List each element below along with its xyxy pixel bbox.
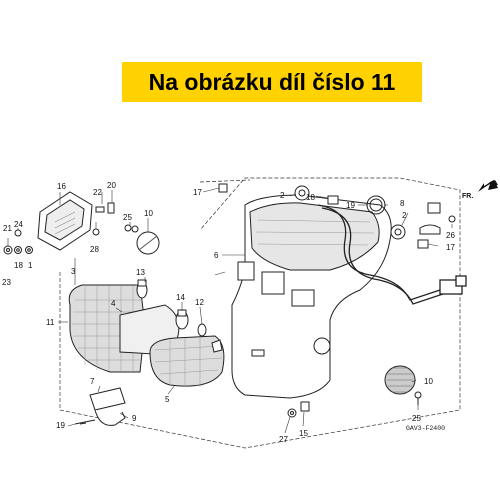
label-19-top: 19 [346,201,355,210]
label-19-bottom: 19 [56,421,65,430]
label-17-top: 17 [193,188,202,197]
label-21: 21 [3,224,12,233]
label-22: 22 [93,188,102,197]
label-13: 13 [136,268,145,277]
title-banner: Na obrázku díl číslo 11 [122,62,422,102]
label-26: 26 [446,231,455,240]
wiring-harness [317,204,467,305]
label-8: 8 [400,199,405,208]
washer-icon [14,229,22,237]
diagram-code: GAV3-F2400 [406,425,445,432]
label-18-top: 18 [306,193,315,202]
label-20: 20 [107,181,116,190]
grommets [218,183,456,249]
license-light-group [3,191,115,255]
label-1: 1 [28,261,33,270]
label-25-bottom: 25 [412,414,421,423]
banner-text: Na obrázku díl číslo 11 [148,68,396,95]
label-28: 28 [90,245,99,254]
fr-arrow-icon: FR. [462,180,498,200]
screw-icon [124,224,132,232]
label-11: 11 [46,318,55,327]
label-15: 15 [299,429,308,438]
turn-signal-lens [149,335,225,387]
label-7: 7 [90,377,95,386]
label-14: 14 [176,293,185,302]
label-4: 4 [111,299,116,308]
label-10-top: 10 [144,209,153,218]
label-5: 5 [165,395,170,404]
assembly-frame [59,177,461,449]
label-17-right: 17 [446,243,455,252]
label-2-left: 2 [280,191,285,200]
label-23: 23 [2,278,11,287]
leader-lines [7,187,453,434]
screws [79,224,422,425]
label-12: 12 [195,298,204,307]
direction-label: FR. [462,193,473,200]
label-3: 3 [71,267,76,276]
label-10-bottom: 10 [424,377,433,386]
socket-part-7 [74,387,126,426]
label-25-top: 25 [123,213,132,222]
label-16: 16 [57,182,66,191]
label-24: 24 [14,220,23,229]
label-27: 27 [279,435,288,444]
label-9: 9 [132,414,137,423]
part-labels: 16 22 20 21 24 18 23 1 28 25 10 17 2 18 … [2,181,455,444]
reflector-part-10 [136,231,416,395]
label-2-right: 2 [402,211,407,220]
label-18-left: 18 [14,261,23,270]
rear-fender-body [231,194,392,399]
label-6: 6 [214,251,219,260]
